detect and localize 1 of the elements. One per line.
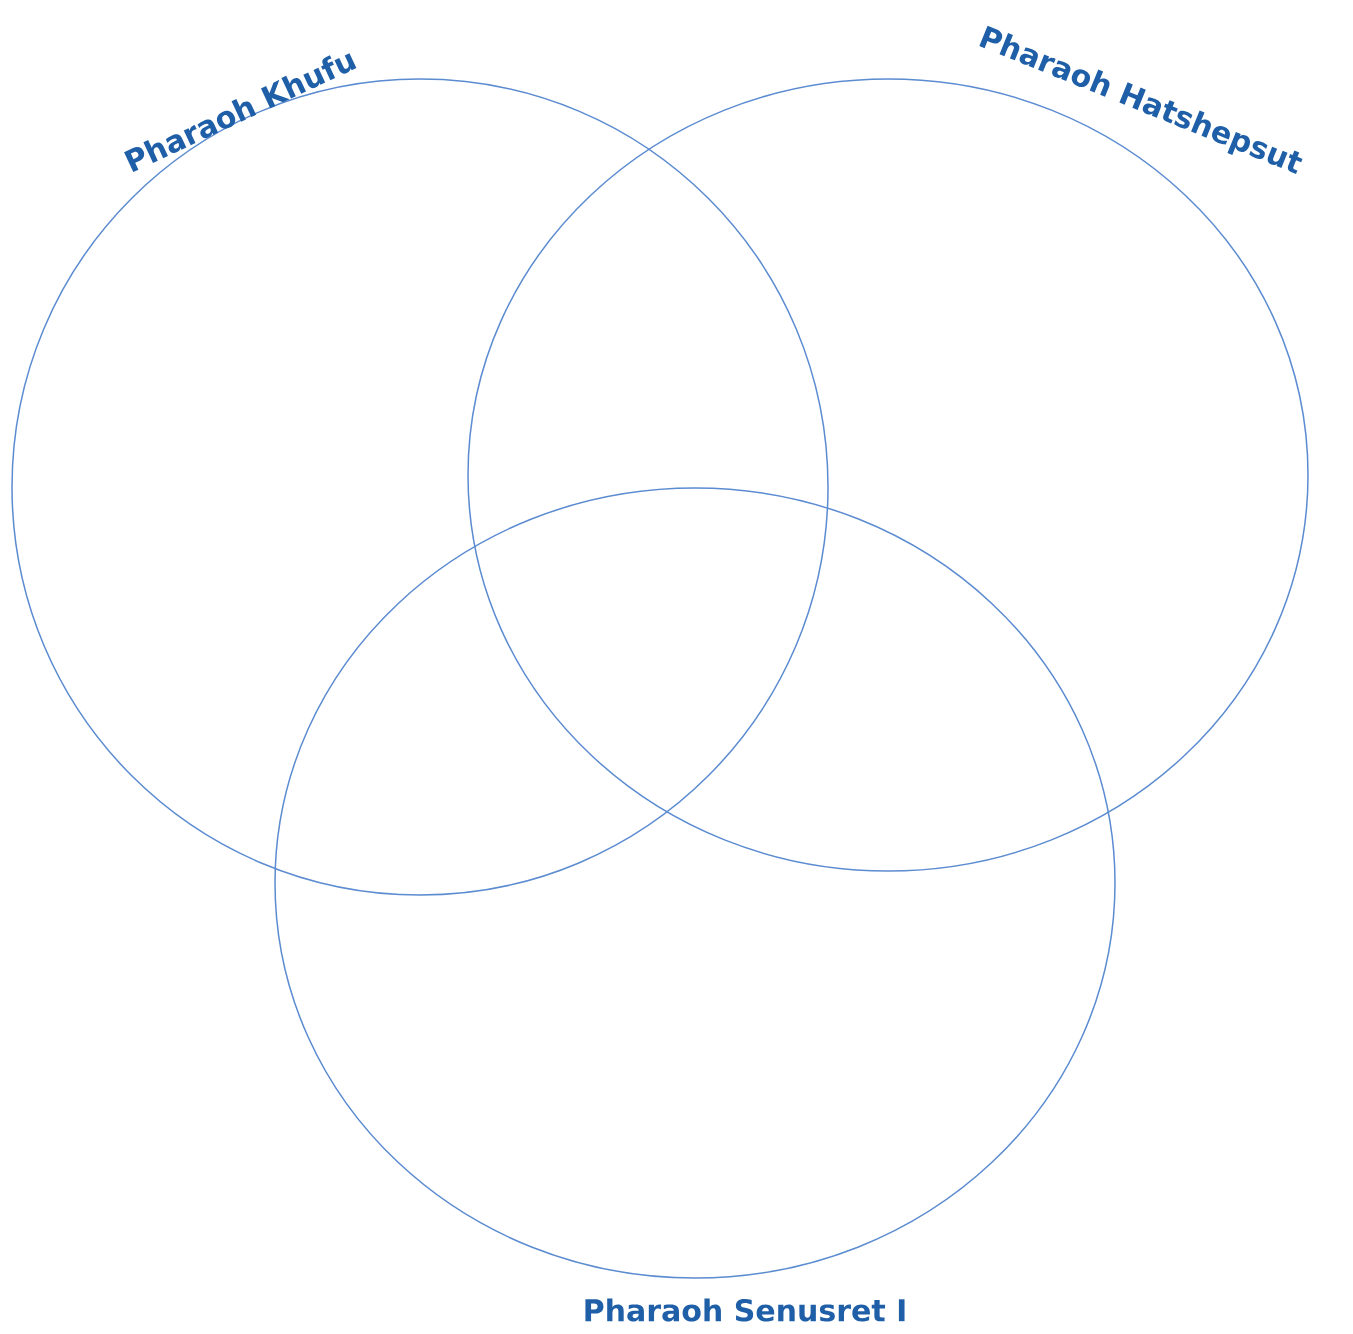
- circle-label: Pharaoh Senusret I: [585, 1298, 905, 1322]
